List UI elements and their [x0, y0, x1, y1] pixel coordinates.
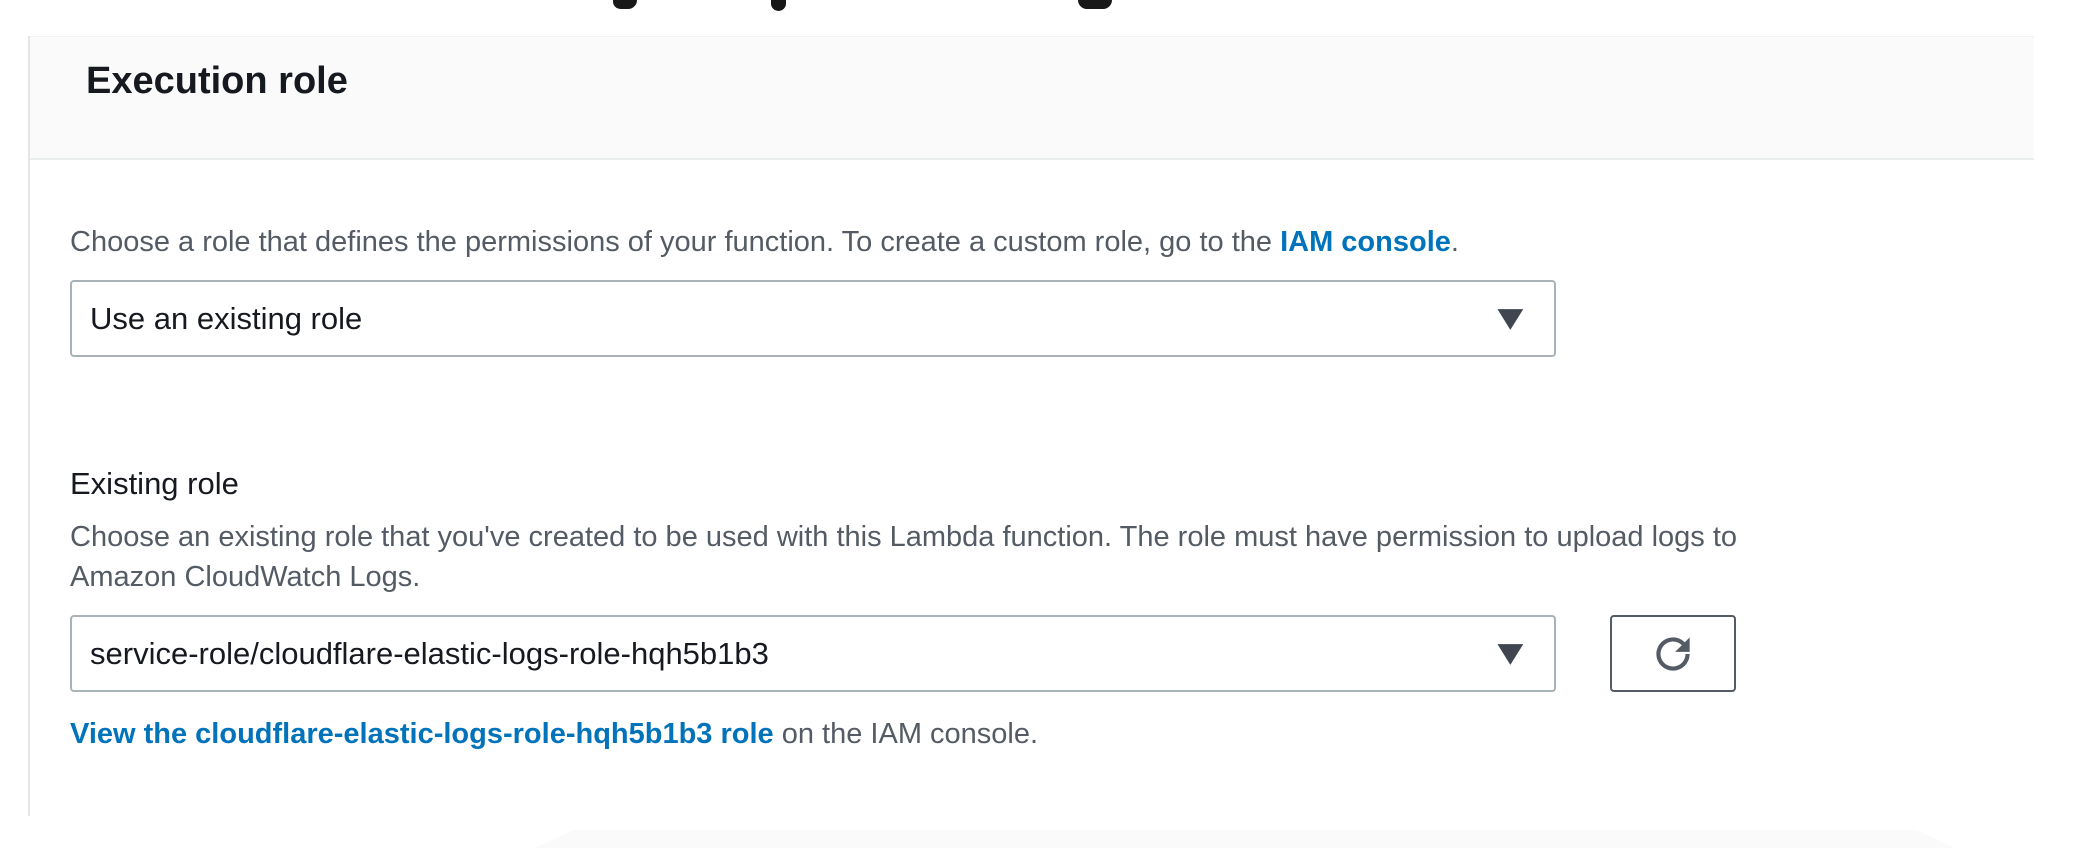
intro-text-after: . [1450, 226, 1459, 258]
execution-role-panel: Execution role Choose a role that define… [28, 36, 2034, 816]
intro-text-before: Choose a role that defines the permissio… [70, 226, 1281, 258]
iam-console-link[interactable]: IAM console [1280, 226, 1451, 258]
chevron-down-icon: ▼ [1497, 636, 1524, 668]
existing-role-select[interactable]: service-role/cloudflare-elastic-logs-rol… [70, 615, 1556, 692]
cutoff-text-descender [771, 0, 786, 11]
role-intro-text: Choose a role that defines the permissio… [70, 220, 2034, 264]
view-role-link[interactable]: View the cloudflare-elastic-logs-role-hq… [70, 718, 774, 750]
next-panel-edge [535, 830, 1955, 848]
existing-role-help-line1: Choose an existing role that you've crea… [70, 521, 1738, 553]
cutoff-text-descender [613, 0, 637, 9]
chevron-down-icon: ▼ [1497, 301, 1524, 333]
panel-body: Choose a role that defines the permissio… [30, 220, 2034, 752]
view-role-text-after: on the IAM console. [773, 718, 1039, 750]
role-type-select-value: Use an existing role [90, 300, 363, 336]
role-type-select[interactable]: Use an existing role ▼ [70, 280, 1556, 357]
existing-role-select-value: service-role/cloudflare-elastic-logs-rol… [90, 635, 769, 671]
refresh-roles-button[interactable] [1610, 615, 1736, 692]
panel-title: Execution role [86, 60, 348, 102]
existing-role-help: Choose an existing role that you've crea… [70, 517, 2034, 597]
view-role-line: View the cloudflare-elastic-logs-role-hq… [70, 716, 2034, 752]
existing-role-help-line2: Amazon CloudWatch Logs. [70, 561, 421, 593]
refresh-icon [1656, 636, 1690, 671]
existing-role-label: Existing role [70, 466, 239, 501]
panel-header: Execution role [30, 36, 2034, 160]
existing-role-row: service-role/cloudflare-elastic-logs-rol… [70, 615, 2034, 692]
cutoff-text-descender [1078, 0, 1112, 9]
